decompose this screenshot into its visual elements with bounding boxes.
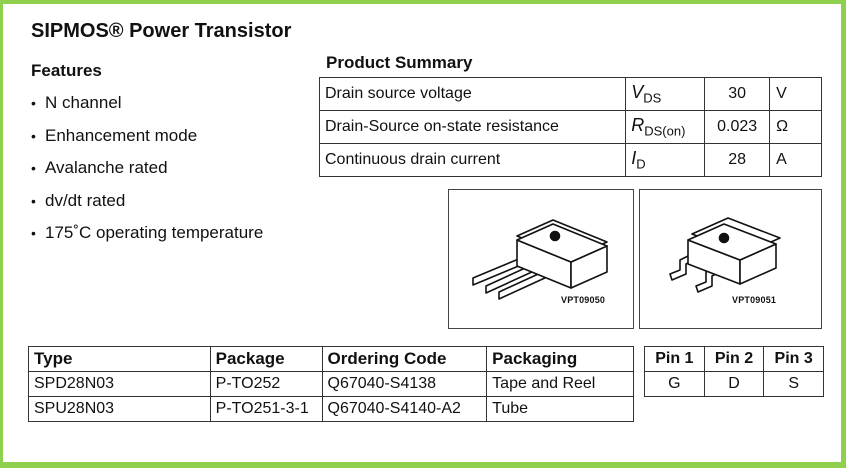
ordering-code-cell: Q67040-S4140-A2 xyxy=(321,396,488,422)
product-summary-heading: Product Summary xyxy=(326,53,473,72)
bullet-icon: • xyxy=(31,225,36,241)
pin-value: G xyxy=(644,371,705,397)
features-list: •N channel •Enhancement mode •Avalanche … xyxy=(31,90,263,253)
param-unit: A xyxy=(769,143,822,177)
table-row: G D S xyxy=(644,371,824,397)
column-header: Package xyxy=(209,346,323,372)
param-symbol: VDS xyxy=(625,77,706,111)
param-symbol: ID xyxy=(625,143,706,177)
package-code: VPT09050 xyxy=(561,295,606,305)
column-header: Packaging xyxy=(486,346,634,372)
type-cell: SPD28N03 xyxy=(28,371,211,397)
bullet-icon: • xyxy=(31,192,36,209)
pin-value: S xyxy=(763,371,824,397)
package-cell: P-TO252 xyxy=(209,371,323,397)
param-value: 0.023 xyxy=(704,110,771,144)
feature-item: •N channel xyxy=(31,90,263,123)
bullet-icon: • xyxy=(31,95,36,111)
param-symbol: RDS(on) xyxy=(625,110,706,144)
package-cell: P-TO251-3-1 xyxy=(209,396,323,422)
package-image-to252: VPT09051 xyxy=(639,189,822,329)
feature-item: •dv/dt rated xyxy=(31,188,263,221)
param-unit: V xyxy=(769,77,822,111)
column-header: Type xyxy=(28,346,211,372)
datasheet-page: SIPMOS® Power Transistor Features •N cha… xyxy=(3,4,841,462)
ordering-table: Type Package Ordering Code Packaging SPD… xyxy=(28,346,634,422)
product-summary-table: Drain source voltage VDS 30 V Drain-Sour… xyxy=(318,77,822,177)
package-code: VPT09051 xyxy=(732,295,777,305)
pin-table: Pin 1 Pin 2 Pin 3 G D S xyxy=(644,346,824,397)
pin-value: D xyxy=(703,371,765,397)
pin-header: Pin 3 xyxy=(763,346,824,372)
feature-item: •175˚C operating temperature xyxy=(31,220,263,253)
param-name: Drain source voltage xyxy=(318,77,627,111)
bullet-icon: • xyxy=(31,160,36,176)
table-row: SPU28N03 P-TO251-3-1 Q67040-S4140-A2 Tub… xyxy=(28,396,634,422)
pin-header: Pin 2 xyxy=(703,346,765,372)
packaging-cell: Tube xyxy=(486,396,634,422)
table-row: SPD28N03 P-TO252 Q67040-S4138 Tape and R… xyxy=(28,371,634,397)
param-value: 28 xyxy=(704,143,771,177)
page-title: SIPMOS® Power Transistor xyxy=(31,20,292,42)
param-value: 30 xyxy=(704,77,771,111)
table-row: Continuous drain current ID 28 A xyxy=(318,143,822,177)
bullet-icon: • xyxy=(31,127,36,144)
param-name: Drain-Source on-state resistance xyxy=(318,110,627,144)
ordering-code-cell: Q67040-S4138 xyxy=(321,371,488,397)
table-header-row: Type Package Ordering Code Packaging xyxy=(28,346,634,372)
features-heading: Features xyxy=(31,61,102,80)
table-row: Drain-Source on-state resistance RDS(on)… xyxy=(318,110,822,144)
pin-header: Pin 1 xyxy=(644,346,705,372)
feature-item: •Enhancement mode xyxy=(31,123,263,156)
to251-package-icon xyxy=(472,219,608,300)
table-row: Drain source voltage VDS 30 V xyxy=(318,77,822,111)
packaging-cell: Tape and Reel xyxy=(486,371,634,397)
param-name: Continuous drain current xyxy=(318,143,627,177)
column-header: Ordering Code xyxy=(321,346,488,372)
feature-item: •Avalanche rated xyxy=(31,155,263,188)
type-cell: SPU28N03 xyxy=(28,396,211,422)
table-header-row: Pin 1 Pin 2 Pin 3 xyxy=(644,346,824,372)
package-image-to251: VPT09050 xyxy=(448,189,634,329)
param-unit: Ω xyxy=(769,110,822,144)
to252-package-icon xyxy=(669,217,781,293)
